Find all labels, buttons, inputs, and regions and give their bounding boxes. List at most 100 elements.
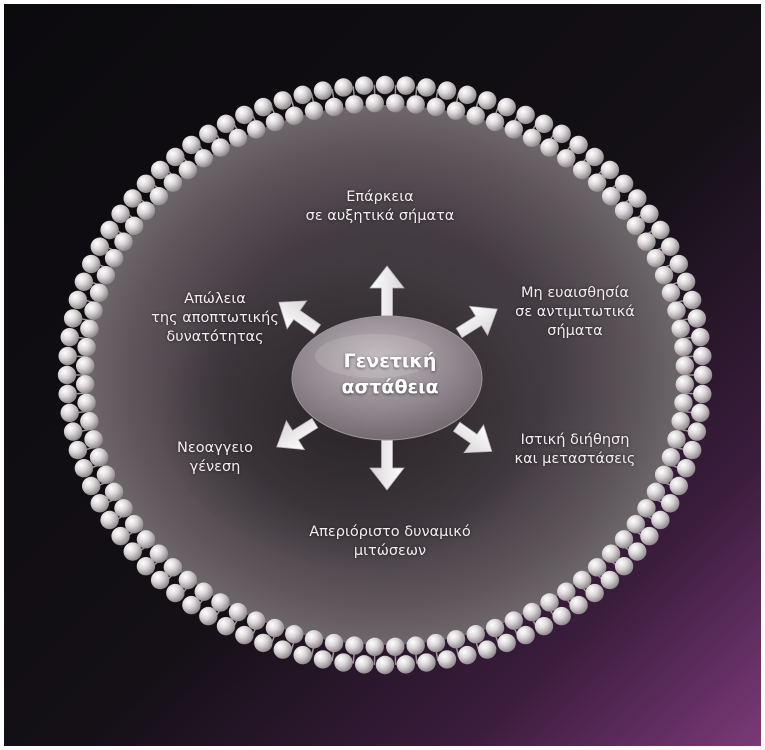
membrane-bead	[91, 238, 109, 256]
membrane-bead	[406, 95, 424, 113]
membrane-bead	[195, 149, 213, 167]
membrane-bead	[458, 86, 476, 104]
membrane-bead	[694, 366, 712, 384]
membrane-bead	[266, 113, 284, 131]
membrane-bead	[77, 394, 95, 412]
membrane-bead	[305, 102, 323, 120]
membrane-bead	[254, 98, 272, 116]
membrane-bead	[674, 338, 692, 356]
membrane-bead	[82, 255, 100, 273]
membrane-bead	[676, 375, 694, 393]
membrane-bead	[478, 91, 496, 109]
membrane-bead	[683, 441, 701, 459]
label-lower-left-line1: Νεοαγγειο	[150, 439, 280, 458]
membrane-bead	[97, 466, 115, 484]
membrane-bead	[229, 603, 247, 621]
membrane-bead	[164, 173, 182, 191]
label-bottom-line1: Απεριόριστο δυναμικό	[285, 523, 495, 542]
label-top-line2: σε αυξητικά σήματα	[290, 207, 470, 226]
membrane-bead	[535, 115, 553, 133]
membrane-bead	[557, 583, 575, 601]
membrane-bead	[693, 385, 711, 403]
membrane-bead	[90, 284, 108, 302]
membrane-bead	[64, 422, 82, 440]
membrane-bead	[386, 94, 404, 112]
membrane-bead	[516, 106, 534, 124]
center-label: Γενετική αστάθεια	[300, 348, 480, 400]
membrane-bead	[80, 320, 98, 338]
membrane-bead	[90, 448, 108, 466]
membrane-bead	[637, 232, 655, 250]
membrane-bead	[535, 617, 553, 635]
membrane-bead	[285, 107, 303, 125]
membrane-bead	[58, 366, 76, 384]
membrane-bead	[314, 81, 332, 99]
membrane-bead	[693, 347, 711, 365]
membrane-bead	[217, 115, 235, 133]
membrane-bead	[376, 76, 394, 94]
membrane-bead	[647, 249, 665, 267]
membrane-bead	[588, 558, 606, 576]
label-bottom: Απεριόριστο δυναμικό μιτώσεων	[285, 523, 495, 561]
membrane-bead	[325, 98, 343, 116]
membrane-bead	[677, 273, 695, 291]
membrane-bead	[458, 646, 476, 664]
membrane-bead	[602, 545, 620, 563]
membrane-bead	[671, 412, 689, 430]
center-label-line1: Γενετική	[300, 348, 480, 374]
membrane-bead	[58, 347, 76, 365]
membrane-bead	[97, 266, 115, 284]
membrane-bead	[114, 232, 132, 250]
membrane-bead	[667, 301, 685, 319]
membrane-bead	[179, 161, 197, 179]
membrane-bead	[386, 638, 404, 656]
membrane-bead	[661, 494, 679, 512]
membrane-bead	[691, 404, 709, 422]
membrane-bead	[662, 448, 680, 466]
membrane-bead	[523, 603, 541, 621]
label-bottom-line2: μιτώσεων	[285, 542, 495, 561]
membrane-bead	[497, 634, 515, 652]
membrane-bead	[486, 619, 504, 637]
membrane-bead	[497, 98, 515, 116]
membrane-bead	[670, 255, 688, 273]
membrane-bead	[274, 640, 292, 658]
membrane-bead	[688, 309, 706, 327]
membrane-bead	[540, 593, 558, 611]
membrane-bead	[540, 138, 558, 156]
membrane-bead	[467, 625, 485, 643]
membrane-bead	[557, 149, 575, 167]
membrane-bead	[91, 494, 109, 512]
label-lower-right-line2: και μεταστάσεις	[490, 450, 660, 469]
membrane-bead	[674, 394, 692, 412]
membrane-bead	[334, 653, 352, 671]
membrane-bead	[105, 483, 123, 501]
membrane-bead	[69, 291, 87, 309]
membrane-bead	[105, 249, 123, 267]
membrane-bead	[150, 545, 168, 563]
membrane-bead	[438, 81, 456, 99]
membrane-bead	[552, 607, 570, 625]
membrane-bead	[478, 640, 496, 658]
membrane-bead	[486, 113, 504, 131]
membrane-bead	[677, 459, 695, 477]
membrane-bead	[58, 385, 76, 403]
membrane-bead	[137, 201, 155, 219]
membrane-bead	[676, 357, 694, 375]
membrane-bead	[179, 571, 197, 589]
membrane-bead	[125, 217, 143, 235]
membrane-bead	[77, 338, 95, 356]
membrane-bead	[447, 102, 465, 120]
label-upper-right-line3: σήματα	[490, 322, 660, 341]
membrane-bead	[305, 630, 323, 648]
label-upper-left: Απώλεια της αποπτωτικής δυνατότητας	[140, 290, 290, 347]
membrane-bead	[76, 357, 94, 375]
membrane-bead	[334, 78, 352, 96]
membrane-bead	[150, 187, 168, 205]
membrane-bead	[376, 656, 394, 674]
membrane-bead	[235, 106, 253, 124]
membrane-bead	[667, 430, 685, 448]
membrane-bead	[61, 404, 79, 422]
membrane-bead	[573, 571, 591, 589]
membrane-bead	[588, 173, 606, 191]
